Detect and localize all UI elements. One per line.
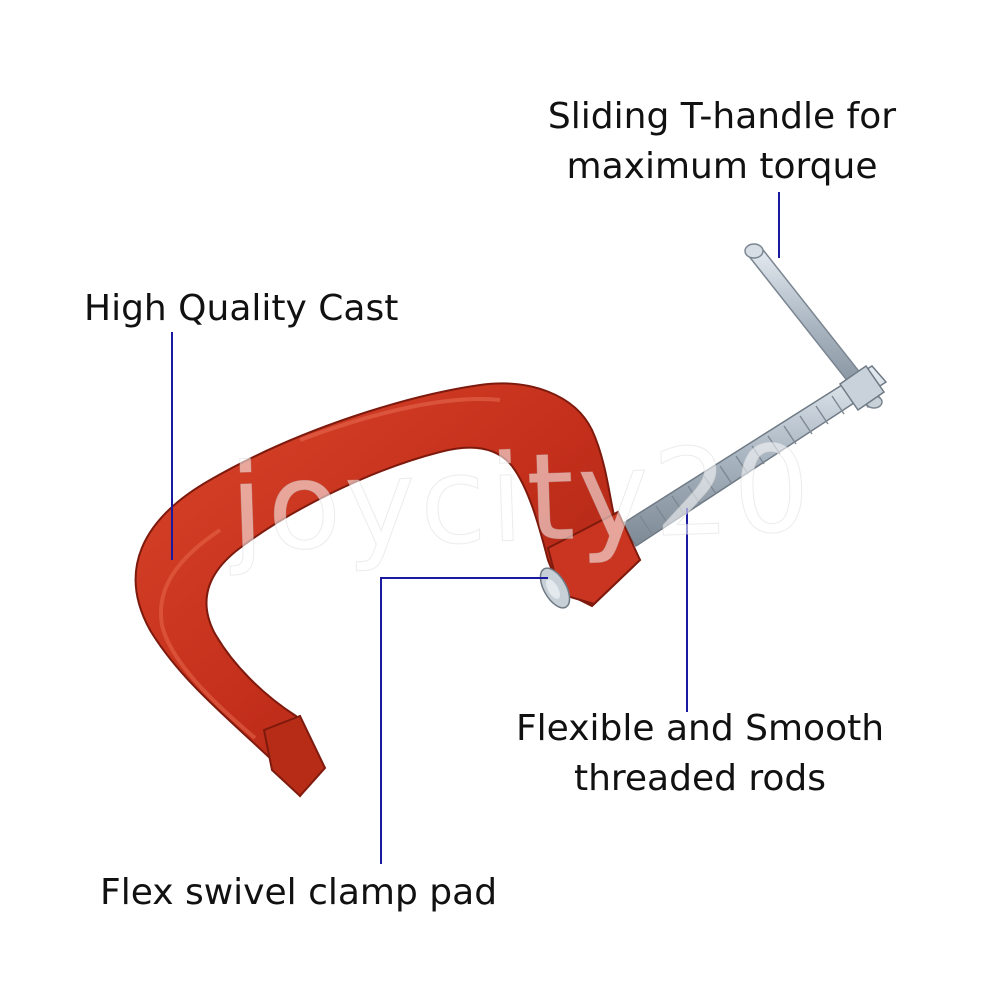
callout-t-handle-line2: maximum torque (566, 146, 878, 187)
callout-cast: High Quality Cast (84, 288, 399, 329)
callout-threaded-line1: Flexible and Smooth (515, 708, 885, 749)
callout-swivel-pad: Flex swivel clamp pad (100, 872, 498, 913)
callout-threaded-line2: threaded rods (573, 758, 827, 799)
leader-lines (171, 192, 780, 864)
clamp-body (134, 382, 642, 798)
leader-line-pad (380, 577, 548, 864)
callout-t-handle: Sliding T-handle for maximum torque (522, 92, 922, 192)
callout-threaded-rod: Flexible and Smooth threaded rods (500, 704, 900, 804)
threaded-rod (620, 364, 888, 548)
callout-t-handle-line1: Sliding T-handle for (547, 96, 897, 137)
